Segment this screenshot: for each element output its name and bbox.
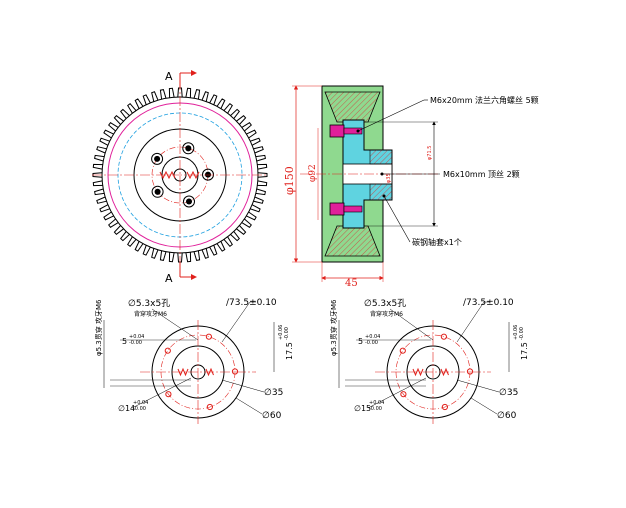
hub-left-hole-label: ∅5.3x5孔 xyxy=(128,298,170,309)
hub-left-key-depth: 17.5 xyxy=(285,342,294,360)
hub-right-bolt-hole xyxy=(399,347,406,354)
callout-screw-text: M6x20mm 法兰六角螺丝 5颗 xyxy=(430,95,539,105)
dim-150-label: φ150 xyxy=(283,166,296,195)
hub-right-pcd-label: ∕73.5±0.10 xyxy=(463,298,514,308)
front-bolts xyxy=(151,142,214,208)
front-view: A A xyxy=(92,70,268,285)
flange-bolt-center xyxy=(204,171,212,178)
hub-left-spring xyxy=(177,367,189,377)
hub-right-bore-leader xyxy=(367,377,427,409)
hub-left-bolt-hole xyxy=(231,368,239,375)
callout-set-screw-text: M6x10mm 顶丝 2颗 xyxy=(443,169,520,179)
set-screw-spring xyxy=(159,170,176,180)
hub-left-bolt-hole xyxy=(205,333,212,340)
hub-left-key-tol-low: -0.00 xyxy=(129,340,142,346)
section-arrow-top: A xyxy=(165,70,197,88)
gear-tooth-profile xyxy=(92,87,268,263)
hub-left-pcd-label: ∕73.5±0.10 xyxy=(226,298,277,308)
hub-right-bore-label: ∅15 xyxy=(354,404,371,413)
keyway-top xyxy=(369,149,393,165)
flange-bolt-center xyxy=(154,188,161,195)
hub-right-bolt-hole xyxy=(400,391,407,398)
hub-right-hole-label: ∅5.3x5孔 xyxy=(364,298,406,309)
hub-right-depth-tol-up: +0.06 xyxy=(513,325,519,340)
hub-right-leader-hole xyxy=(389,308,434,341)
hub-right-bore-tol-up: +0.04 xyxy=(369,400,384,406)
hub-right-leader-pcd xyxy=(456,301,485,343)
hub-right-60-leader xyxy=(470,397,498,415)
hub-left-hole-note: 背穿攻牙M6 xyxy=(134,310,167,318)
flange-bolt-center xyxy=(185,145,192,152)
hub-right-bore-tol-low: -0.00 xyxy=(369,406,382,412)
hub-right-hole-note: 背穿攻牙M6 xyxy=(370,310,403,318)
hub-left-depth-tol-low: -0.00 xyxy=(284,327,290,340)
leader-screw-dot xyxy=(356,129,360,133)
hub-left-bolt-hole xyxy=(206,403,213,411)
dim-92-label: φ92 xyxy=(308,164,318,182)
section-label-bottom: A xyxy=(165,272,173,285)
flange-bolt xyxy=(182,142,195,155)
hub-right-outer-dia: ∅60 xyxy=(497,411,517,421)
flange-bolt-bottom xyxy=(329,202,363,216)
flange-bolt xyxy=(183,195,195,208)
hub-right-holes xyxy=(399,333,474,411)
hub-right-bolt-hole xyxy=(441,403,448,411)
hub-right-key-tol-up: +0.04 xyxy=(365,334,380,340)
set-screw-spring-right xyxy=(186,170,200,180)
hub-right-hub-dia: ∅35 xyxy=(499,388,518,398)
hub-left-leader-pcd xyxy=(221,301,251,343)
hub-right-key-depth: 17.5 xyxy=(520,342,529,360)
section-arrow-bottom: A xyxy=(165,262,197,285)
leader-sleeve xyxy=(383,195,411,243)
hub-left-side-note: φ5.3贯穿 攻牙M6 xyxy=(94,299,103,356)
hub-left-key-width: 5 xyxy=(122,337,127,346)
hub-right-key-tol-low: -0.00 xyxy=(365,340,378,346)
flange-bolt xyxy=(151,152,164,165)
hub-left-leader-hole xyxy=(151,308,199,341)
hub-right-key-width: 5 xyxy=(358,337,363,346)
hub-left-hub-dia: ∅35 xyxy=(264,388,283,398)
hub-detail-left: φ5.3贯穿 攻牙M6 ∅5.3x5孔 背穿攻牙M6 ∕73.5±0.10 5 … xyxy=(94,298,294,424)
hub-right-spring xyxy=(412,367,424,377)
callout-sleeve-text: 碳钢轴套x1个 xyxy=(412,237,462,247)
hub-left-depth-tol-up: +0.06 xyxy=(278,325,284,340)
dim-small-label: φ35 xyxy=(386,173,392,183)
hub-left-key-tol-up: +0.04 xyxy=(129,334,144,340)
leader-sleeve-dot xyxy=(382,194,386,198)
leader-set-screw-dot xyxy=(380,172,384,176)
hub-right-depth-tol-low: -0.00 xyxy=(519,327,525,340)
flange-bolt xyxy=(151,185,164,198)
hub-right-bolt-hole xyxy=(440,333,447,340)
hub-left-bore-tol-up: +0.04 xyxy=(133,400,148,406)
flange-bolt xyxy=(202,168,214,181)
dim-inner-label: φ71.5 xyxy=(427,146,433,160)
section-label-top: A xyxy=(165,70,173,83)
gear-teeth xyxy=(92,87,268,263)
hub-left-outer-dia: ∅60 xyxy=(262,411,282,421)
hub-left-bore-tol-low: -0.00 xyxy=(133,406,146,412)
side-section-view: φ150 φ92 45 φ71.5 φ35 M6x20mm 法兰六角螺丝 5颗 … xyxy=(283,85,539,289)
hub-right-35-leader xyxy=(456,379,500,393)
hub-left-bore-label: ∅14 xyxy=(118,404,135,413)
leader-screw xyxy=(357,99,425,132)
hub-right-bolt-hole xyxy=(466,368,474,375)
hub-left-bolt-hole xyxy=(164,347,171,354)
hub-left-bolt-hole xyxy=(165,391,172,398)
hub-left-bore-leader xyxy=(131,377,192,409)
hub-right-side-note: φ5.3贯穿 攻牙M6 xyxy=(329,299,338,356)
flange-bolt-top xyxy=(329,124,363,138)
hub-detail-right: φ5.3贯穿 攻牙M6 ∅5.3x5孔 背穿攻牙M6 ∕73.5±0.10 5 … xyxy=(329,298,529,424)
flange-bolt-center xyxy=(185,198,193,205)
flange-bolt-center xyxy=(154,155,161,162)
hub-left-60-leader xyxy=(235,397,263,415)
hub-left-holes xyxy=(164,333,239,411)
keyway-bottom xyxy=(369,183,393,201)
dim-45-label: 45 xyxy=(345,278,358,289)
hub-left-35-leader xyxy=(221,379,265,393)
